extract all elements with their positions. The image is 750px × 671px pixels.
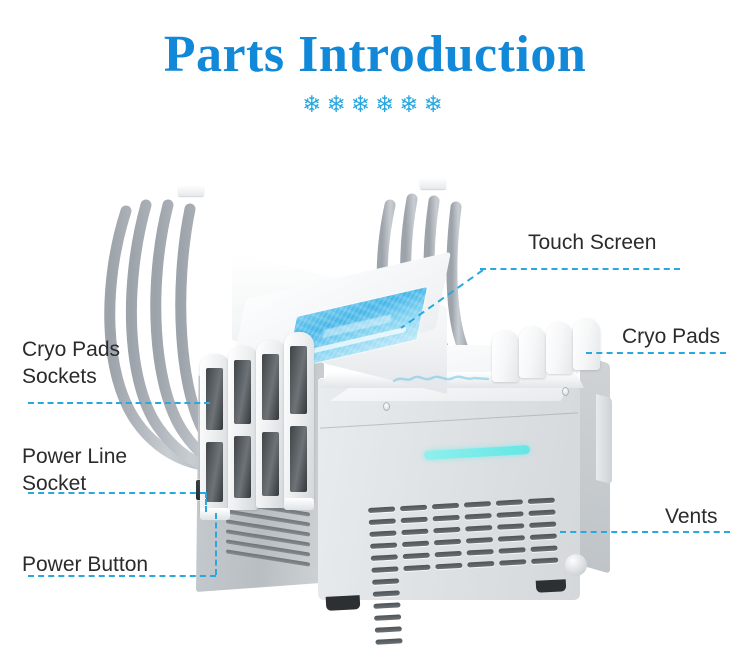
leader-line-power-line-socket xyxy=(28,492,206,494)
device-foot xyxy=(535,579,567,593)
leader-line-cryo-pads xyxy=(586,352,726,354)
leader-line-power-line-socket-vertical xyxy=(205,492,207,512)
leader-line-vents xyxy=(560,531,730,533)
callout-label-power-button: Power Button xyxy=(22,553,149,576)
cryo-pad[interactable] xyxy=(573,318,600,370)
cryo-pad[interactable] xyxy=(492,330,519,382)
snowflake-divider-icon: ❄❄❄❄❄❄ xyxy=(302,92,448,118)
screw-icon xyxy=(562,387,569,396)
callout-label-touch-screen: Touch Screen xyxy=(528,231,657,254)
callout-label-cryo-pads: Cryo Pads xyxy=(622,325,721,348)
cryo-pad-socket-rail[interactable] xyxy=(228,346,258,510)
leader-line-power-button-vertical xyxy=(215,513,217,575)
cryo-pad-socket-rail[interactable] xyxy=(200,354,230,514)
cryo-pad[interactable] xyxy=(546,322,573,374)
hose-hanger-left-icon xyxy=(178,185,204,196)
device-foot xyxy=(325,595,361,611)
callout-label-power-line-socket: Power Line Socket xyxy=(22,445,128,495)
screw-icon xyxy=(383,402,390,411)
callout-label-vents: Vents xyxy=(665,505,718,528)
page-title: Parts Introduction xyxy=(163,26,587,83)
device-side-panel xyxy=(596,394,612,484)
leader-line-touch-screen xyxy=(480,268,680,270)
device-corner-knob xyxy=(565,554,587,576)
callout-label-cryo-pads-sockets: Cryo Pads Sockets xyxy=(22,338,121,388)
cryo-pad[interactable] xyxy=(519,326,546,378)
cryo-pad-socket-rail[interactable] xyxy=(284,332,314,504)
vents-grille xyxy=(368,497,572,645)
cryo-pads-sockets[interactable] xyxy=(196,332,346,522)
cryo-pad-socket-rail[interactable] xyxy=(256,340,286,508)
leader-line-power-button xyxy=(28,575,216,577)
brand-logo-icon xyxy=(392,375,490,383)
leader-line-cryo-pads-sockets xyxy=(28,402,210,404)
hose-hanger-right-icon xyxy=(420,178,446,189)
cryo-pads[interactable] xyxy=(492,318,612,382)
